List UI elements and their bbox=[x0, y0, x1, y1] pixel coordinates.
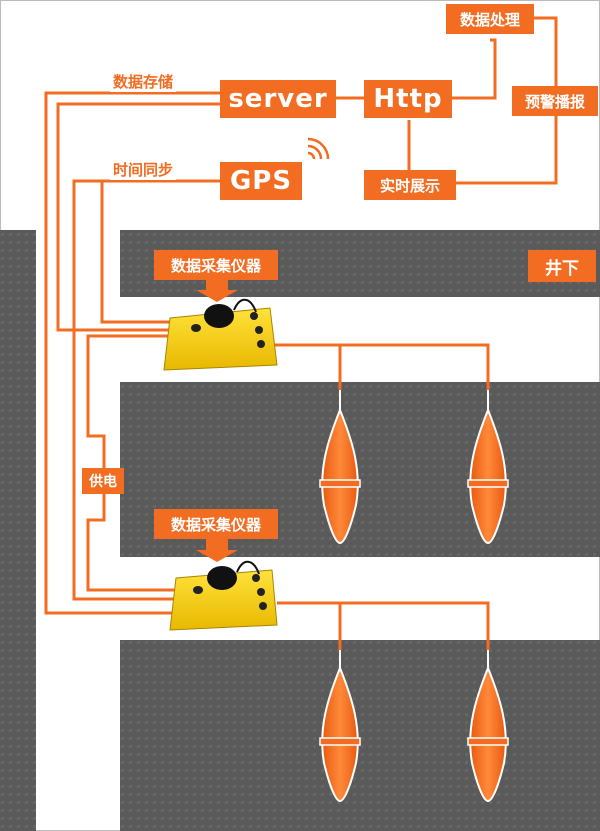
realtime-display-node: 实时展示 bbox=[364, 170, 456, 200]
gps-signal-icon bbox=[307, 137, 330, 160]
data-storage-label: 数据存储 bbox=[110, 71, 177, 92]
sensor-probe bbox=[319, 650, 361, 803]
collector-label-bottom: 数据采集仪器 bbox=[154, 509, 278, 539]
time-sync-label: 时间同步 bbox=[110, 159, 177, 180]
warning-broadcast-node: 预警播报 bbox=[512, 86, 598, 116]
sensor-probe bbox=[467, 650, 509, 803]
underground-strata bbox=[0, 230, 600, 831]
sensor-probe bbox=[319, 390, 361, 545]
sensor-probe bbox=[467, 390, 509, 545]
collector-device-top bbox=[163, 298, 278, 371]
underground-label: 井下 bbox=[528, 250, 596, 282]
collector-device-bottom bbox=[169, 560, 278, 631]
server-node: server bbox=[220, 80, 336, 118]
collector-label-top: 数据采集仪器 bbox=[154, 250, 278, 280]
power-supply-label: 供电 bbox=[82, 468, 124, 494]
http-node: Http bbox=[364, 80, 452, 118]
data-processing-node: 数据处理 bbox=[446, 4, 534, 34]
arrow-down-icon bbox=[196, 538, 238, 562]
arrow-down-icon bbox=[196, 279, 238, 302]
gps-node: GPS bbox=[220, 162, 302, 200]
